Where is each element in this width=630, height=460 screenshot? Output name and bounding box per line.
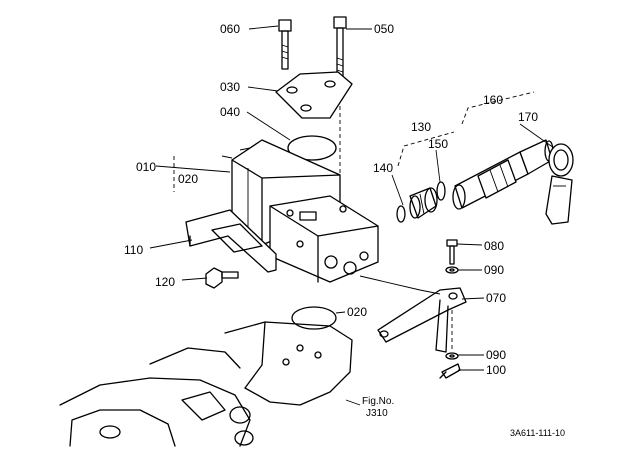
dust-cap-170: [545, 143, 574, 225]
cotter-pin-100: [439, 363, 461, 379]
diagram-code: 3A611-111-10: [510, 428, 565, 438]
callout-090-upper: 090: [484, 263, 504, 277]
callout-040: 040: [220, 105, 240, 119]
callout-130: 130: [411, 120, 431, 134]
callout-090-lower: 090: [486, 348, 506, 362]
pin-080: [446, 239, 458, 265]
o-ring-040: [287, 135, 337, 161]
adapter-130: [409, 187, 438, 219]
washer-090-lower: [445, 352, 459, 360]
callout-020-lower: 020: [347, 305, 367, 319]
cover-plate-030: [275, 71, 353, 119]
callout-140: 140: [373, 161, 393, 175]
leader-lines: [149, 25, 555, 406]
callout-100: 100: [486, 363, 506, 377]
callout-150: 150: [428, 137, 448, 151]
fig-ref-line2: J310: [366, 408, 388, 419]
lower-housing: [59, 321, 353, 447]
callout-110: 110: [124, 243, 143, 257]
callout-160: 160: [483, 93, 503, 107]
callout-080: 080: [484, 239, 504, 253]
bolt-060: [278, 19, 292, 70]
group-brackets: [173, 91, 535, 192]
washer-090-upper: [445, 266, 459, 274]
callout-labels: 060 050 030 040 010 020 110 120 020 130 …: [124, 22, 538, 377]
callout-170: 170: [518, 110, 538, 124]
callout-050: 050: [374, 22, 394, 36]
lever-070: [377, 287, 467, 353]
callout-070: 070: [486, 291, 506, 305]
fig-ref-line1: Fig.No.: [362, 396, 394, 407]
o-ring-140: [396, 205, 406, 223]
valve-body-010: [221, 139, 379, 283]
coupler-160: [452, 139, 554, 210]
bracket-110: [185, 209, 277, 273]
bolt-120: [205, 267, 239, 289]
callout-060: 060: [220, 22, 240, 36]
figure-reference: Fig.No. J310: [362, 396, 394, 419]
callout-120: 120: [155, 275, 175, 289]
o-ring-020-lower: [291, 306, 337, 330]
callout-030: 030: [220, 80, 240, 94]
bolt-050: [333, 16, 347, 260]
callout-020-upper: 020: [178, 172, 198, 186]
callout-010: 010: [136, 160, 156, 174]
o-ring-150: [436, 181, 446, 201]
